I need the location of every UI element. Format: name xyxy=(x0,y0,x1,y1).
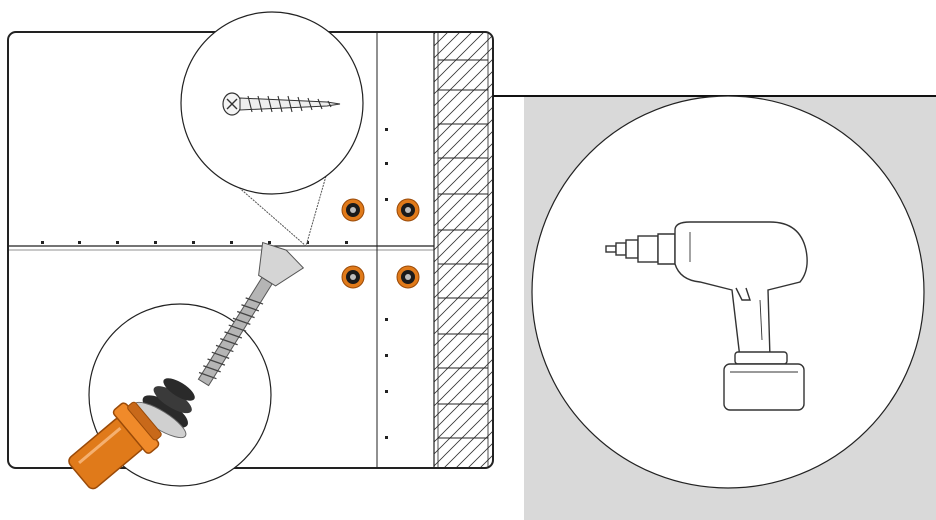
screw-head-marker xyxy=(341,198,365,222)
screw-head-marker xyxy=(396,198,420,222)
screw-head-marker xyxy=(341,265,365,289)
wood-stud xyxy=(433,32,493,468)
drill-callout xyxy=(531,95,925,489)
screw-icon xyxy=(222,92,341,116)
depth-stop-bit-icon xyxy=(68,241,305,490)
screw-head-marker xyxy=(396,265,420,289)
seam-screw-dots xyxy=(41,128,388,439)
drill-icon xyxy=(605,221,808,411)
screw-callout xyxy=(180,11,364,247)
depth-stop-callout xyxy=(68,241,305,490)
